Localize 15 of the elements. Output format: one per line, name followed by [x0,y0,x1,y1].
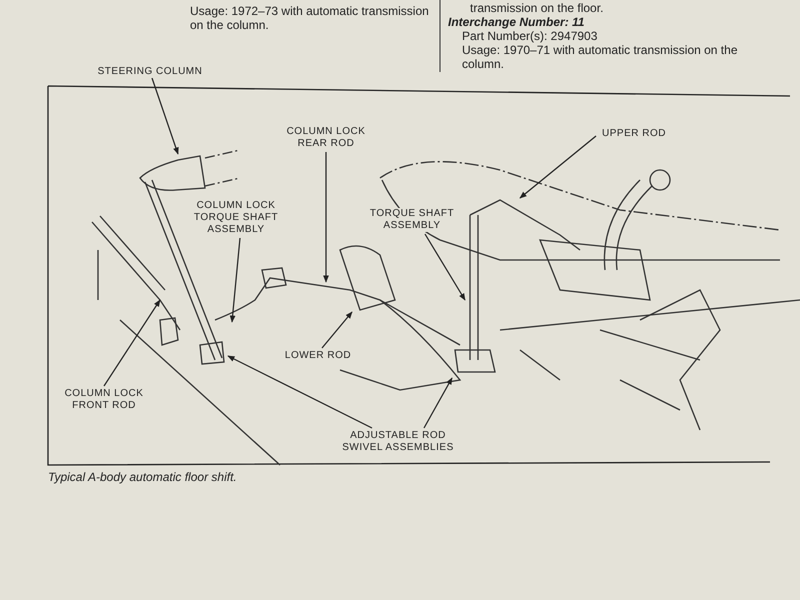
body-text: Usage: 1972–73 with automatic transmission on the column. [190,4,430,32]
leader-line [424,234,466,301]
body-text: transmission on the floor. [470,1,604,15]
figure-caption: Typical A-body automatic floor shift. [48,470,237,484]
leader-line [104,299,160,386]
leader-line [322,311,352,348]
body-text: Interchange Number: 11 [448,15,586,29]
leader-line [151,78,179,155]
leader-line [423,377,453,428]
body-text: Part Number(s): 2947903 [462,29,598,43]
leader-line [227,355,372,429]
body-text: Usage: 1970–71 with automatic transmission on the column. [462,43,738,71]
leader-line [230,238,241,323]
leader-line [519,136,596,198]
leader-line [323,152,329,283]
